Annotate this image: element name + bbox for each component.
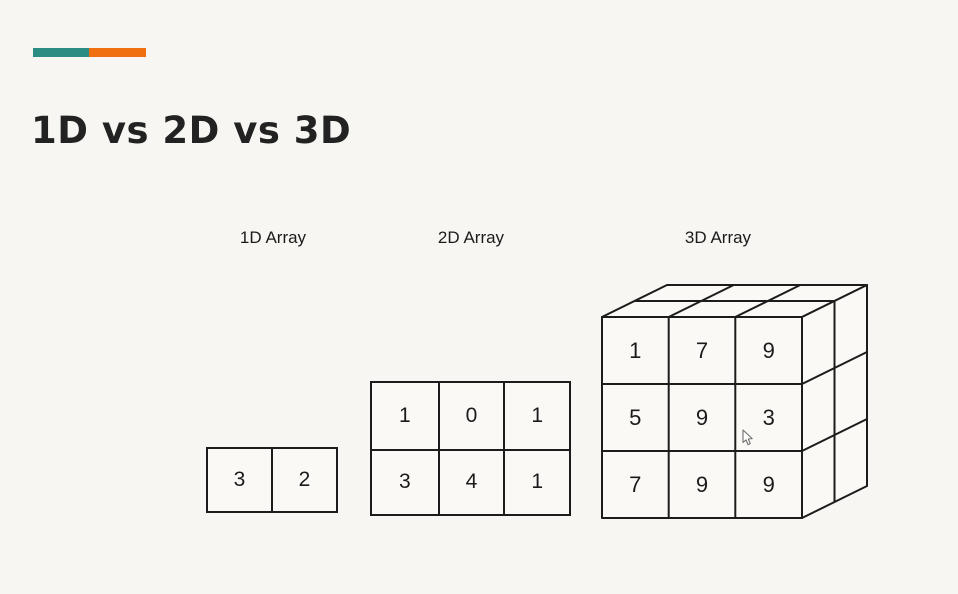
two-d-cell-1-2: 1 [503, 448, 569, 514]
three-d-cell-2-0: 7 [629, 472, 641, 497]
two-d-cell-1-1: 4 [437, 448, 504, 514]
one-d-array-label: 1D Array [239, 228, 307, 247]
accent-bar-orange-segment [89, 48, 146, 57]
accent-bar [33, 48, 146, 57]
three-d-cell-0-2: 9 [763, 338, 775, 363]
two-d-cell-0-2: 1 [503, 383, 569, 449]
one-d-array-diagram: 3 2 [206, 447, 338, 513]
mouse-cursor-icon [742, 429, 753, 446]
two-d-cell-1-0: 3 [372, 448, 438, 515]
accent-bar-teal-segment [33, 48, 89, 57]
three-d-array-diagram: 1 7 9 5 9 3 7 9 9 [601, 284, 868, 519]
cube-front-face [601, 316, 803, 519]
three-d-array-label: 3D Array [684, 228, 752, 247]
three-d-cell-0-0: 1 [629, 338, 641, 363]
one-d-cell-0: 3 [233, 468, 246, 491]
three-d-cell-1-0: 5 [629, 405, 641, 430]
two-d-array-diagram: 1 0 1 3 4 1 [370, 381, 571, 516]
three-d-cell-0-1: 7 [696, 338, 708, 363]
three-d-cell-1-2: 3 [763, 405, 775, 430]
three-d-cell-2-2: 9 [763, 472, 775, 497]
two-d-cell-0-0: 1 [398, 403, 411, 427]
page-title: 1D vs 2D vs 3D [31, 108, 352, 152]
two-d-array-label: 2D Array [437, 228, 505, 247]
one-d-cell-1: 2 [271, 449, 336, 511]
three-d-cell-2-1: 9 [696, 472, 708, 497]
two-d-cell-0-1: 0 [437, 383, 504, 449]
three-d-cell-1-1: 9 [696, 405, 708, 430]
